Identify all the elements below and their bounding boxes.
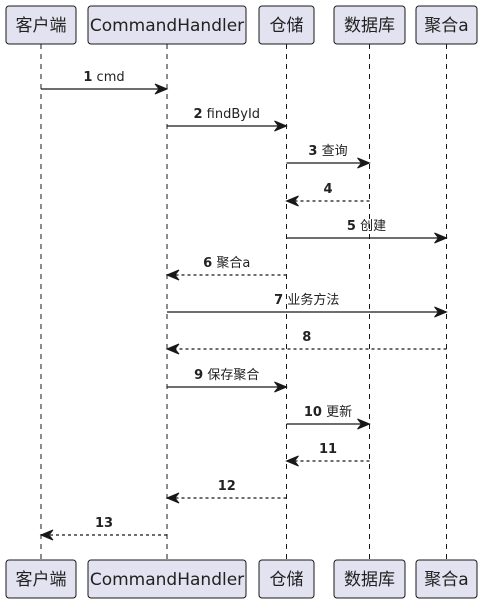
message-number-1: 1 — [83, 70, 92, 85]
message-arrowhead-12 — [165, 492, 180, 504]
participant-label-agg-top: 聚合a — [424, 16, 468, 36]
message-text-2: findById — [203, 107, 261, 122]
message-label-4: 4 — [323, 182, 332, 197]
participant-label-db-bottom: 数据库 — [344, 570, 395, 590]
message-arrowhead-13 — [39, 529, 54, 541]
message-text-9: 保存聚合 — [203, 368, 259, 383]
participant-label-agg-bottom: 聚合a — [424, 570, 468, 590]
message-arrowhead-7 — [434, 306, 448, 318]
participant-box-repo-top — [258, 5, 315, 45]
participant-box-handler-top — [87, 5, 247, 45]
message-label-10: 10 更新 — [304, 404, 352, 420]
message-text-6: 聚合a — [212, 256, 250, 271]
message-arrowhead-5 — [434, 232, 448, 244]
message-arrowhead-4 — [285, 195, 299, 207]
message-arrowhead-9 — [274, 381, 288, 393]
participant-label-client-bottom: 客户端 — [16, 570, 67, 590]
participant-box-repo-bottom — [258, 559, 315, 599]
message-label-6: 6 聚合a — [203, 256, 250, 271]
message-arrowhead-2 — [274, 120, 288, 132]
message-label-5: 5 创建 — [347, 219, 386, 234]
participant-label-repo-top: 仓储 — [270, 16, 304, 36]
message-number-7: 7 — [274, 293, 283, 308]
message-text-10: 更新 — [322, 404, 352, 420]
participant-box-agg-top — [415, 5, 478, 45]
message-text-3: 查询 — [317, 144, 347, 159]
message-label-2: 2 findById — [193, 107, 260, 122]
message-number-4: 4 — [323, 182, 332, 197]
message-label-12: 12 — [218, 479, 236, 494]
participant-label-handler-top: CommandHandler — [90, 16, 244, 36]
participant-box-agg-bottom — [415, 559, 478, 599]
participant-label-repo-bottom: 仓储 — [270, 570, 304, 590]
message-label-9: 9 保存聚合 — [194, 368, 259, 383]
participant-label-handler-bottom: CommandHandler — [90, 570, 244, 590]
message-label-8: 8 — [302, 330, 311, 345]
message-arrowhead-8 — [165, 343, 180, 355]
message-number-11: 11 — [319, 442, 337, 457]
message-label-1: 1 cmd — [83, 70, 124, 85]
participant-box-db-bottom — [333, 559, 406, 599]
message-number-8: 8 — [302, 330, 311, 345]
message-number-12: 12 — [218, 479, 236, 494]
message-label-3: 3 查询 — [308, 144, 347, 159]
participant-label-client-top: 客户端 — [16, 16, 67, 36]
message-arrowhead-3 — [357, 157, 371, 169]
message-label-13: 13 — [95, 516, 113, 531]
message-text-7: 业务方法 — [283, 292, 339, 308]
participant-box-client-top — [5, 5, 77, 45]
message-label-7: 7 业务方法 — [274, 292, 339, 308]
message-arrowhead-11 — [285, 455, 299, 467]
message-number-9: 9 — [194, 368, 203, 383]
participant-box-handler-bottom — [87, 559, 247, 599]
message-text-5: 创建 — [356, 219, 386, 234]
message-label-11: 11 — [319, 442, 337, 457]
message-number-10: 10 — [304, 405, 322, 420]
message-arrowhead-6 — [165, 269, 180, 281]
message-text-1: cmd — [92, 70, 124, 85]
message-number-6: 6 — [203, 256, 212, 271]
message-number-13: 13 — [95, 516, 113, 531]
message-arrowhead-10 — [357, 418, 371, 430]
message-number-2: 2 — [193, 107, 202, 122]
message-arrowhead-1 — [154, 83, 169, 95]
message-number-3: 3 — [308, 144, 317, 159]
participant-box-client-bottom — [5, 559, 77, 599]
message-number-5: 5 — [347, 219, 356, 234]
participant-box-db-top — [333, 5, 406, 45]
participant-label-db-top: 数据库 — [344, 16, 395, 36]
